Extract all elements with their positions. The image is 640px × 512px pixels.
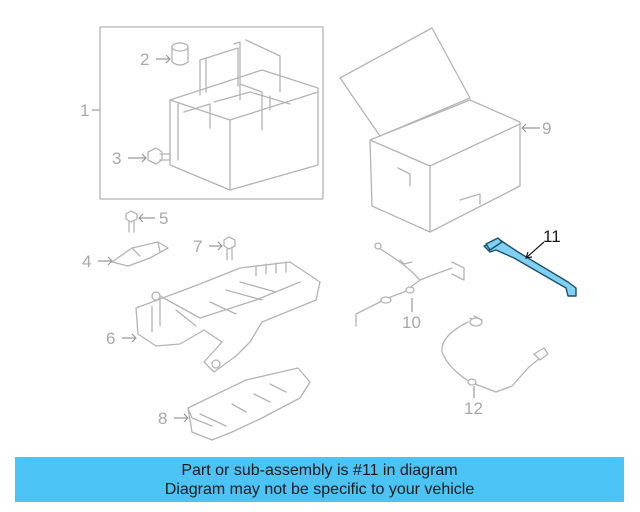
wiring-harness bbox=[355, 242, 465, 327]
leader-3 bbox=[128, 153, 147, 163]
callout-11: 11 bbox=[543, 227, 561, 246]
banner-line-2: Diagram may not be specific to your vehi… bbox=[164, 480, 475, 498]
hold-down-bracket bbox=[111, 241, 169, 267]
callout-7: 7 bbox=[193, 237, 202, 256]
leader-7 bbox=[209, 241, 223, 251]
battery-tray bbox=[135, 261, 321, 373]
leader-5 bbox=[138, 213, 155, 223]
battery-cable-part-11[interactable] bbox=[483, 237, 577, 297]
callout-2: 2 bbox=[140, 50, 149, 69]
parts-diagram: 1 2 3 4 5 6 7 8 9 10 11 12 bbox=[80, 26, 577, 441]
insulation-cover bbox=[339, 27, 521, 233]
callout-5: 5 bbox=[159, 209, 168, 228]
terminal-cap bbox=[171, 42, 189, 66]
leader-11 bbox=[525, 241, 545, 259]
callout-3: 3 bbox=[112, 149, 121, 168]
battery-group-box bbox=[99, 26, 324, 200]
banner-line-1: Part or sub-assembly is #11 in diagram bbox=[181, 461, 458, 479]
callout-9: 9 bbox=[542, 119, 551, 138]
leader-4 bbox=[98, 256, 113, 266]
info-banner: Part or sub-assembly is #11 in diagram D… bbox=[15, 457, 624, 502]
bolt-5 bbox=[125, 210, 138, 233]
bolt-7 bbox=[223, 236, 236, 261]
leader-6 bbox=[122, 333, 137, 343]
callout-4: 4 bbox=[82, 252, 91, 271]
bolt-3 bbox=[147, 147, 171, 165]
callout-1: 1 bbox=[80, 101, 89, 120]
leader-9 bbox=[521, 123, 540, 133]
battery-pad bbox=[187, 367, 311, 441]
callout-8: 8 bbox=[158, 409, 167, 428]
battery bbox=[169, 39, 319, 191]
callout-6: 6 bbox=[106, 329, 115, 348]
callout-10: 10 bbox=[402, 313, 421, 332]
leader-2 bbox=[156, 54, 171, 64]
ground-cable bbox=[441, 315, 549, 393]
callout-12: 12 bbox=[464, 399, 483, 418]
leader-8 bbox=[174, 413, 189, 423]
